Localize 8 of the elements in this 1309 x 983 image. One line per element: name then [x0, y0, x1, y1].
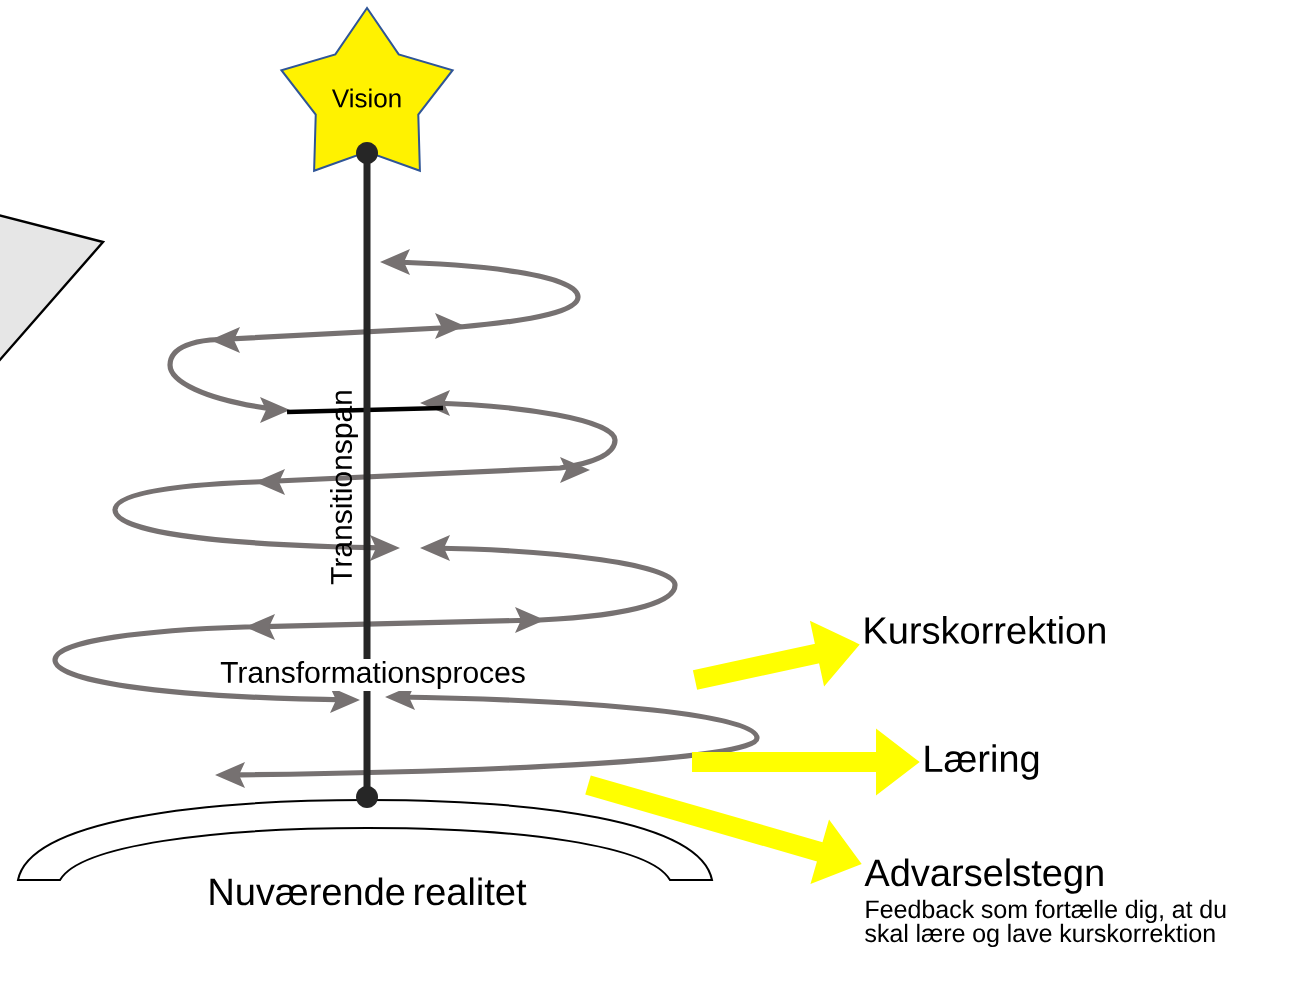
process-label: Transformationsproces — [218, 659, 528, 691]
pole-line — [356, 141, 378, 808]
edge-label: Transitionspan — [330, 391, 358, 585]
heading-text: Kurskorrektion — [865, 616, 1105, 644]
node-label: Nuværende realitet — [210, 877, 527, 906]
base-platform: Nuværende realitet — [17, 799, 713, 906]
heading-text: Advarselstegn Feedback som fortælle dig, at du skal lære og lave kurskorrektion — [864, 858, 1226, 948]
heading-text: Læring — [925, 744, 1039, 780]
